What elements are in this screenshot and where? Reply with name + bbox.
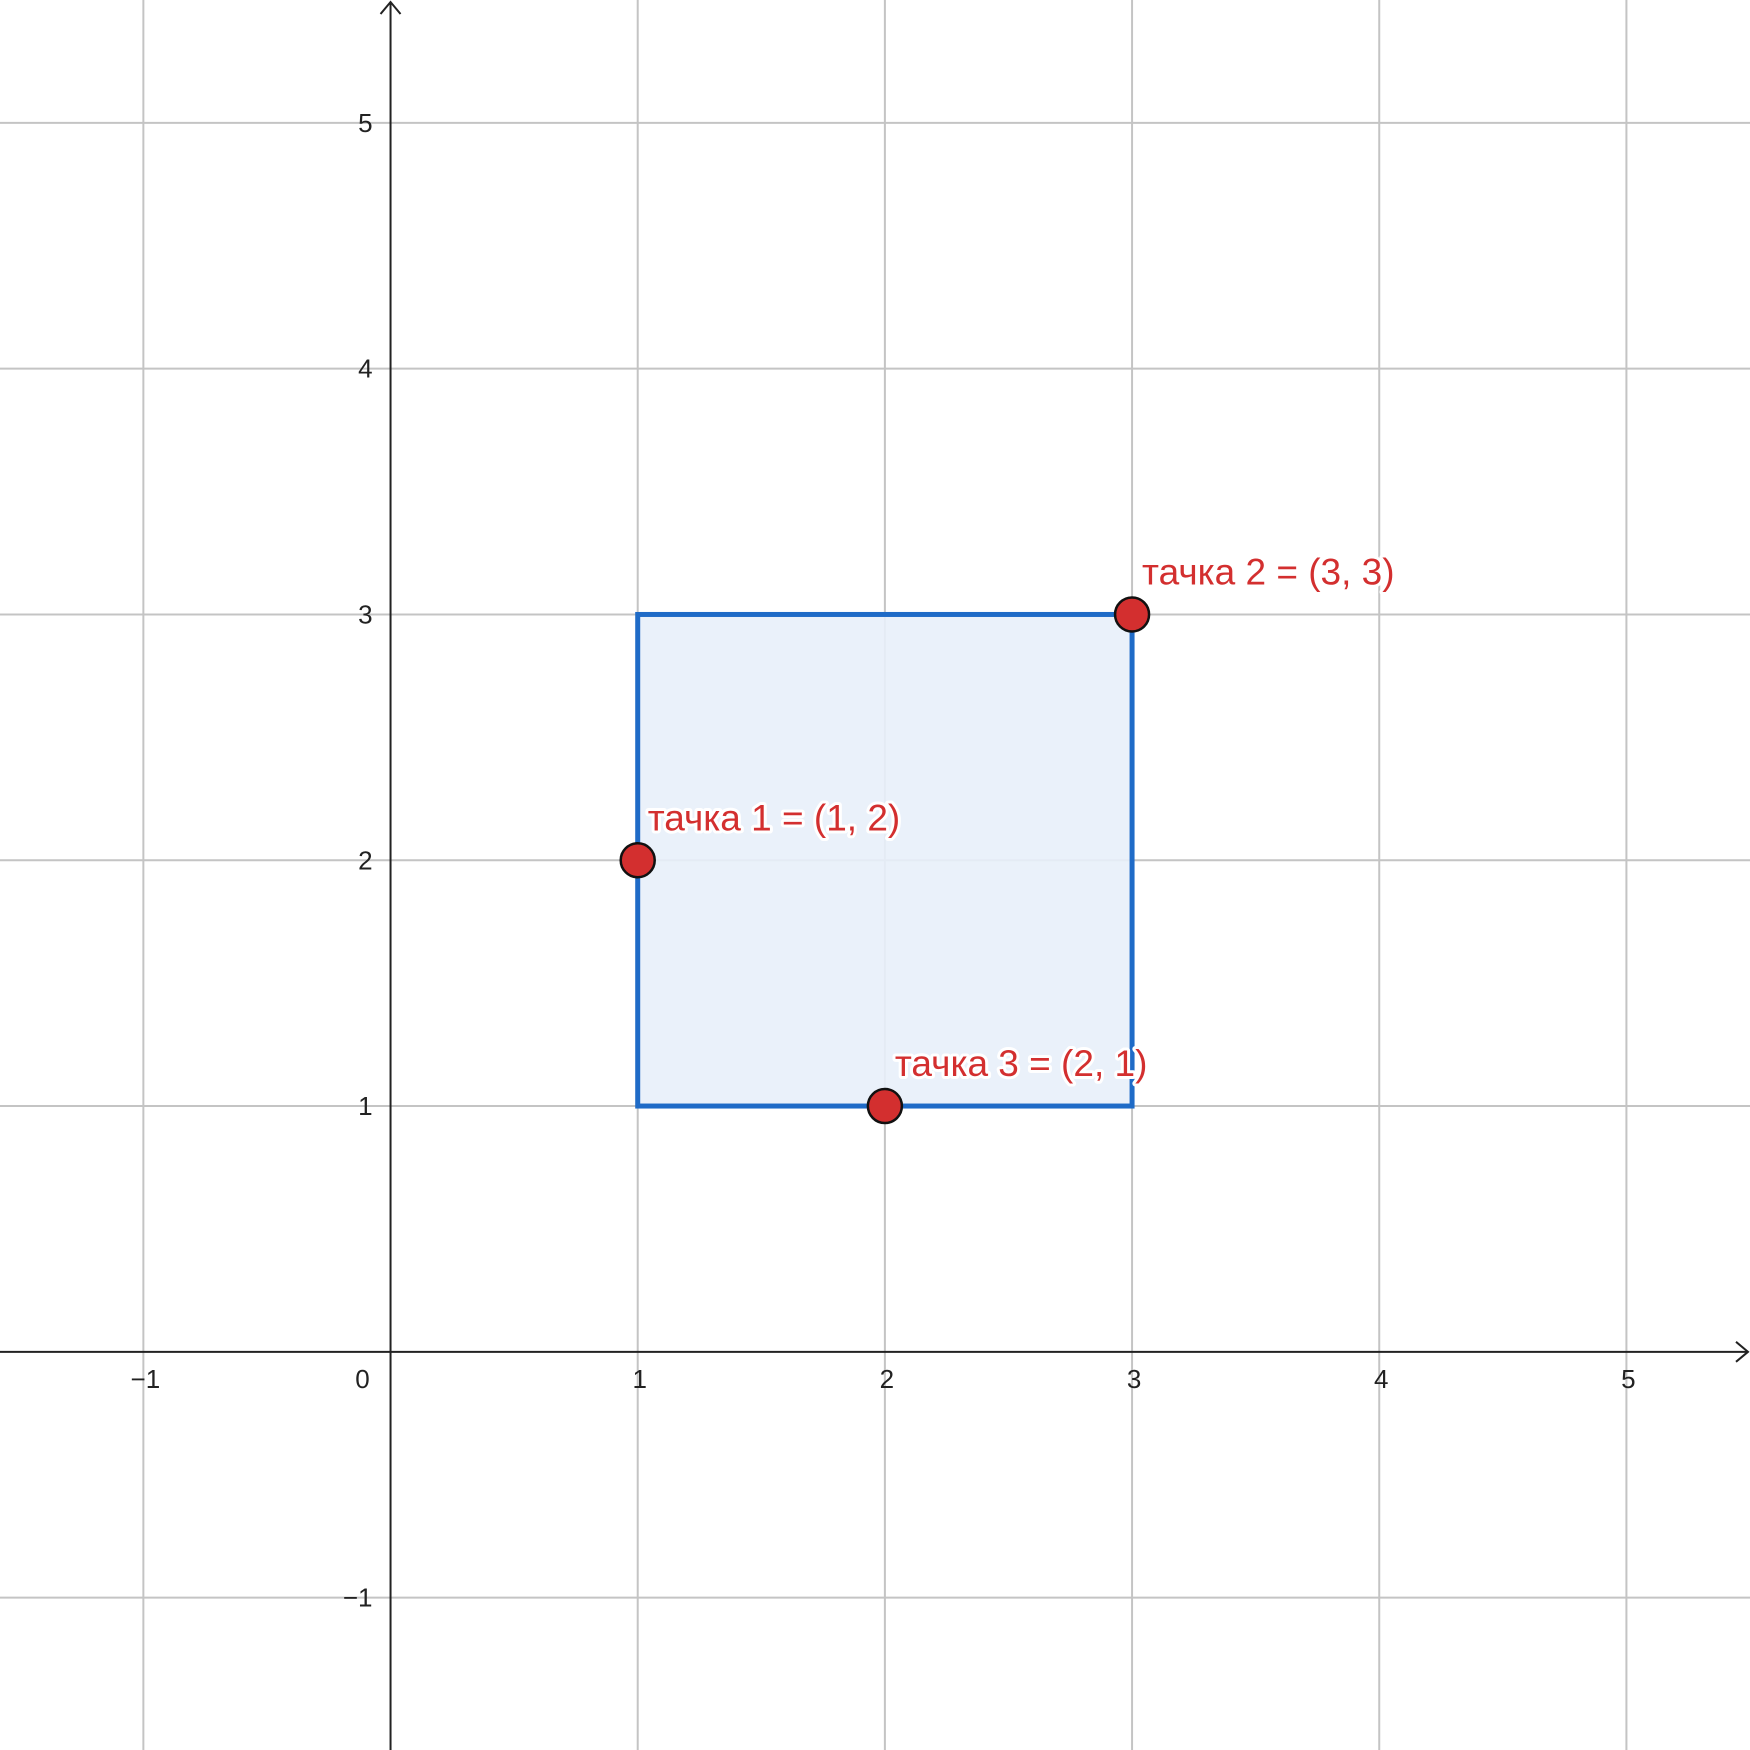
point-marker-1[interactable] — [619, 842, 656, 879]
points: тачка 1 = (1, 2) тачка 2 = (3, 3) тачка 3 … — [619, 548, 1398, 1125]
x-axis-arrow — [1735, 1341, 1750, 1363]
y-axis-arrow — [379, 0, 402, 15]
y-tick-label: −1 — [343, 1583, 373, 1613]
point-label-3: тачка 3 = (2, 1) — [895, 1043, 1148, 1084]
x-tick-label: 0 — [355, 1364, 369, 1394]
y-tick-label: 3 — [358, 599, 372, 629]
x-tick-label: 5 — [1621, 1364, 1635, 1394]
x-tick-label: −1 — [131, 1364, 161, 1394]
x-tick-label: 1 — [632, 1364, 646, 1394]
rectangle-shape — [635, 611, 1135, 1109]
y-tick-label: 1 — [358, 1091, 372, 1121]
point-label-1: тачка 1 = (1, 2) — [648, 797, 901, 838]
tick-labels: −1 0 1 2 3 4 5 −1 1 2 3 4 5 — [131, 108, 1636, 1613]
point-marker-2[interactable] — [1113, 596, 1151, 633]
rectangle — [635, 611, 1135, 1109]
x-tick-label: 2 — [880, 1364, 894, 1394]
y-tick-label: 2 — [358, 845, 372, 875]
x-tick-label: 4 — [1374, 1364, 1388, 1394]
y-tick-label: 5 — [358, 108, 372, 138]
y-tick-label: 4 — [358, 354, 372, 384]
x-tick-label: 3 — [1127, 1364, 1141, 1394]
point-marker-3[interactable] — [866, 1087, 904, 1125]
point-label-2: тачка 2 = (3, 3) — [1142, 551, 1395, 592]
